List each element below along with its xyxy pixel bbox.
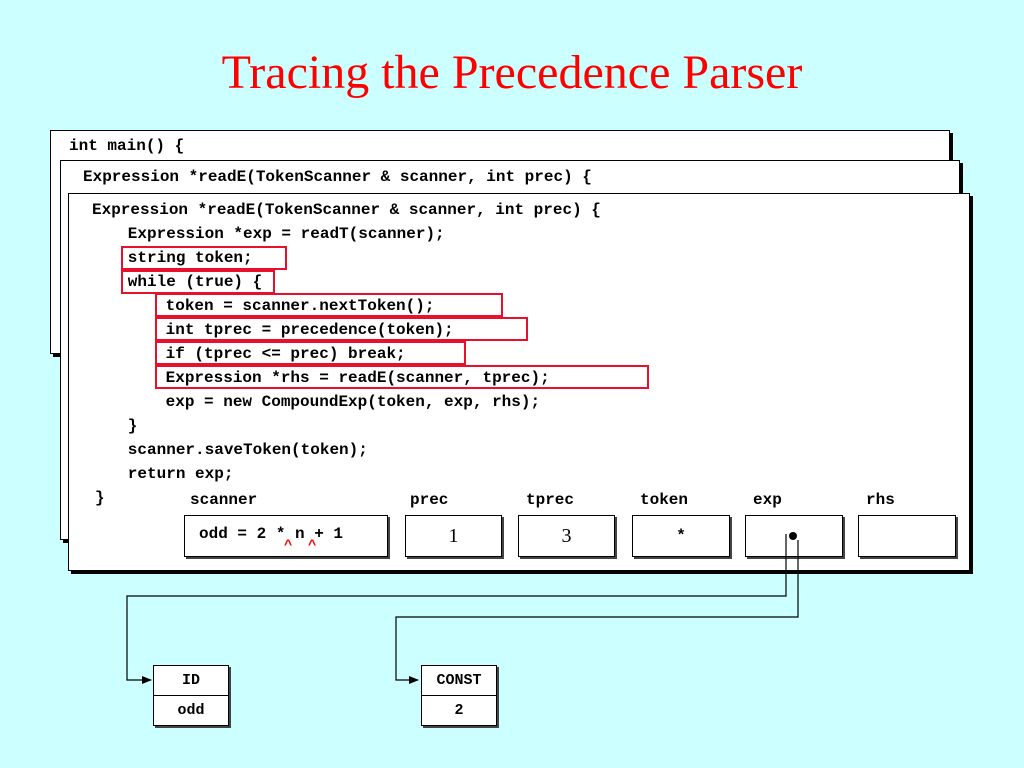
node-type: CONST <box>436 672 482 689</box>
var-box-rhs <box>858 515 956 557</box>
var-label-scanner: scanner <box>190 491 258 509</box>
slide-title: Tracing the Precedence Parser <box>221 46 803 99</box>
var-box-tprec: 3 <box>518 515 615 557</box>
tree-node-const: CONST 2 <box>421 665 497 726</box>
var-box-token: * <box>632 515 730 557</box>
var-label-tprec: tprec <box>526 491 575 509</box>
var-label-rhs: rhs <box>866 491 895 509</box>
var-label-token: token <box>640 491 689 509</box>
pointer-to-const-node <box>395 540 799 684</box>
code-line-3: string token; <box>99 249 253 267</box>
var-label-exp: exp <box>753 491 782 509</box>
code-line-2: Expression *exp = readT(scanner); <box>99 225 445 243</box>
readE-inner-frame: Expression *readE(TokenScanner & scanner… <box>68 193 970 571</box>
main-header: int main() { <box>69 137 185 155</box>
code-line-5: token = scanner.nextToken(); <box>108 297 435 315</box>
node-value: 2 <box>422 695 496 725</box>
tree-node-id: ID odd <box>153 665 229 726</box>
code-line-6: int tprec = precedence(token); <box>108 321 454 339</box>
var-label-prec: prec <box>410 491 449 509</box>
pointer-to-id-node <box>126 534 787 684</box>
highlight-rhs-call <box>155 365 649 389</box>
code-line-4: while (true) { <box>99 273 263 291</box>
var-box-scanner: odd = 2 * n + 1 <box>184 515 388 557</box>
prec-value: 1 <box>448 524 459 547</box>
node-type: ID <box>181 672 200 689</box>
code-line-1: Expression *readE(TokenScanner & scanner… <box>92 201 601 219</box>
highlight-next-token <box>155 293 503 317</box>
code-line-7: if (tprec <= prec) break; <box>108 345 406 363</box>
node-value: odd <box>154 695 228 725</box>
code-line-9: exp = new CompoundExp(token, exp, rhs); <box>108 393 541 411</box>
highlight-break <box>155 341 466 365</box>
highlight-string-token <box>121 246 287 270</box>
scanner-caret-end: ^ <box>308 538 317 554</box>
tprec-value: 3 <box>561 524 572 547</box>
code-line-11: scanner.saveToken(token); <box>99 441 368 459</box>
code-line-10: } <box>99 417 138 435</box>
code-line-8: Expression *rhs = readE(scanner, tprec); <box>108 369 550 387</box>
highlight-tprec <box>155 317 528 341</box>
code-line-12: return exp; <box>99 465 234 483</box>
code-line-13: } <box>95 489 105 507</box>
scanner-value: odd = 2 * n + 1 <box>199 525 344 543</box>
readE-outer-header: Expression *readE(TokenScanner & scanner… <box>83 168 592 186</box>
var-box-prec: 1 <box>405 515 502 557</box>
exp-pointer-dot <box>789 532 797 540</box>
var-box-exp <box>745 515 843 557</box>
token-value: * <box>676 527 686 545</box>
scanner-caret-start: ^ <box>284 538 293 554</box>
